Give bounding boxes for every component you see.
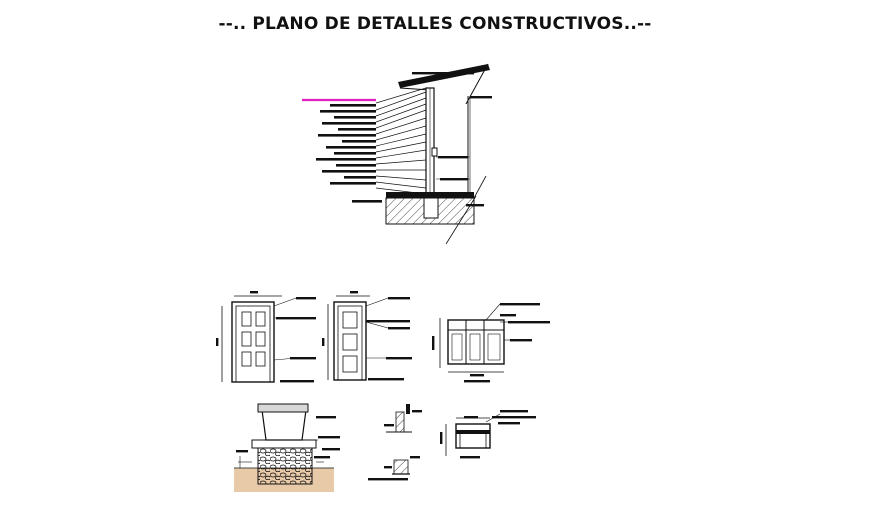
door-elevation-1 <box>216 291 316 383</box>
small-window-detail <box>440 410 536 459</box>
wall-section-detail <box>302 63 492 245</box>
sanitary-detail <box>234 403 340 492</box>
page-title: --.. PLANO DE DETALLES CONSTRUCTIVOS..-- <box>218 14 652 34</box>
leader-lines <box>375 87 427 195</box>
floor-slab <box>386 192 474 198</box>
anchor-detail-2 <box>368 456 420 481</box>
tank-body <box>261 409 307 441</box>
callout-labels-left <box>316 104 382 203</box>
window-elevation <box>432 303 550 383</box>
gravel-bed <box>257 445 313 485</box>
roof-eave <box>398 64 490 88</box>
anchor-detail-1 <box>384 404 422 433</box>
door-elevation-2 <box>322 291 412 381</box>
